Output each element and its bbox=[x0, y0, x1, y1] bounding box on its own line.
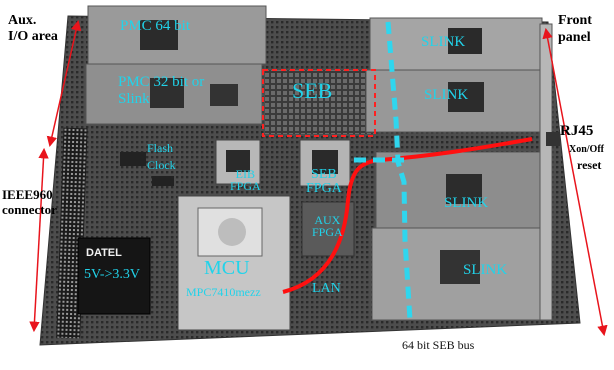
slink-label-1: SLINK bbox=[421, 35, 465, 50]
flash-clock-label: Flash Clock bbox=[147, 140, 176, 175]
rj45-jack bbox=[546, 132, 560, 146]
ieee960-arrow bbox=[34, 150, 44, 330]
aux-fpga-label: AUX FPGA bbox=[312, 214, 343, 238]
reset-label: reset bbox=[577, 159, 601, 171]
xon-off-label: Xon/Off bbox=[569, 145, 604, 155]
seb-bus-label: 64 bit SEB bus bbox=[402, 339, 474, 351]
front-panel-label-line2: panel bbox=[558, 31, 592, 45]
aux-io-label-line1: Aux. bbox=[8, 14, 58, 28]
ieee960-label-line2: connector bbox=[2, 203, 57, 216]
aux-io-label-line2: I/O area bbox=[8, 30, 58, 44]
front-panel-label: Front panel bbox=[558, 14, 592, 45]
front-panel-label-line1: Front bbox=[558, 14, 592, 28]
seb-fpga-label: SEB FPGA bbox=[306, 168, 342, 196]
mcu-label: MCU bbox=[204, 258, 250, 278]
datel-brand: DATEL bbox=[86, 247, 122, 259]
pmc32-label: PMC 32 bit or Slink bbox=[118, 74, 204, 109]
slink-label-3: SLINK bbox=[444, 196, 488, 211]
eib-fpga-label: EIB FPGA bbox=[230, 168, 261, 192]
flash-label: Flash bbox=[147, 140, 176, 157]
clock-label: Clock bbox=[147, 157, 176, 174]
pmc32-label-line2: Slink bbox=[118, 91, 204, 108]
ieee960-label-line1: IEEE960 bbox=[2, 188, 57, 201]
seb-label: SEB bbox=[292, 80, 332, 102]
front-panel-connector bbox=[540, 24, 552, 320]
slink-label-4: SLINK bbox=[463, 263, 507, 278]
pmc32-card-chip-2 bbox=[210, 84, 238, 106]
rj45-label: RJ45 bbox=[560, 124, 593, 139]
clock-chip bbox=[152, 176, 174, 186]
pmc64-label: PMC 64 bit bbox=[120, 19, 190, 34]
aux-io-label: Aux. I/O area bbox=[8, 14, 58, 44]
lan-label: LAN bbox=[312, 282, 341, 296]
mcu-sub-label: MPC7410mezz bbox=[186, 286, 261, 298]
aux-fpga-label-line2: FPGA bbox=[312, 226, 343, 238]
eib-fpga-label-line2: FPGA bbox=[230, 180, 261, 192]
flash-chip bbox=[120, 152, 146, 166]
mcu-processor-core bbox=[218, 218, 246, 246]
power-module-label: 5V->3.3V bbox=[84, 268, 140, 282]
slink-label-2: SLINK bbox=[424, 88, 468, 103]
pmc32-label-line1: PMC 32 bit or bbox=[118, 74, 204, 91]
seb-fpga-label-line1: SEB bbox=[306, 168, 342, 182]
seb-fpga-label-line2: FPGA bbox=[306, 182, 342, 196]
ieee960-label: IEEE960 connector bbox=[2, 188, 57, 216]
